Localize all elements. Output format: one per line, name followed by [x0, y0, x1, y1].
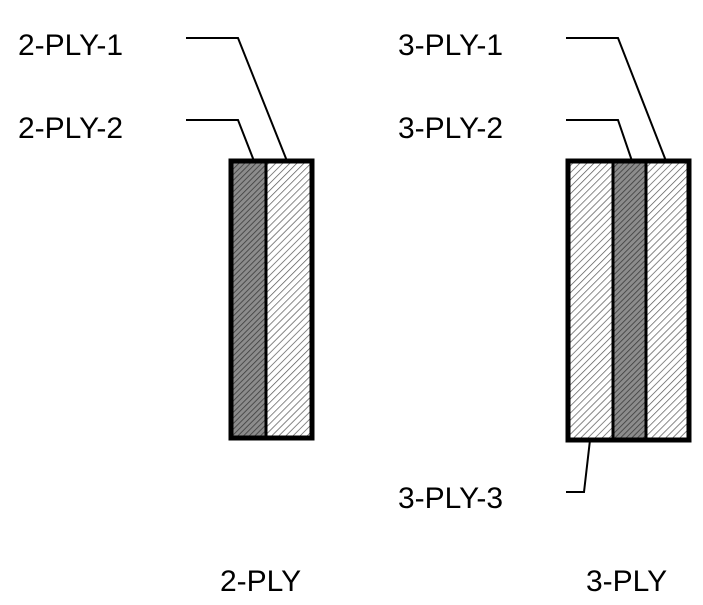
label-2-ply-2: 2-PLY-2 [18, 112, 123, 145]
label-3-ply-1: 3-PLY-1 [398, 29, 503, 62]
label-3-ply-3: 3-PLY-3 [398, 482, 503, 515]
leader-2-ply-1 [186, 37, 288, 162]
two-ply-layer-2 [231, 161, 266, 438]
three-ply-layer-2 [613, 161, 646, 440]
caption-2-ply: 2-PLY [220, 565, 301, 598]
two-ply-group: 2-PLY-1 2-PLY-2 2-PLY [18, 29, 315, 598]
three-ply-layer-1 [646, 161, 689, 440]
three-ply-group: 3-PLY-1 3-PLY-2 3-PLY-3 3-PLY [398, 29, 692, 598]
three-ply-layer-3 [568, 161, 613, 440]
label-2-ply-1: 2-PLY-1 [18, 29, 123, 62]
two-ply-outline [228, 158, 315, 441]
leader-3-ply-3 [566, 439, 591, 493]
three-ply-outline [565, 158, 692, 443]
leader-3-ply-2 [566, 119, 633, 162]
caption-3-ply: 3-PLY [586, 565, 667, 598]
leader-3-ply-1 [566, 37, 667, 162]
leader-2-ply-2 [186, 119, 255, 162]
two-ply-layer-1 [266, 161, 312, 438]
label-3-ply-2: 3-PLY-2 [398, 112, 503, 145]
